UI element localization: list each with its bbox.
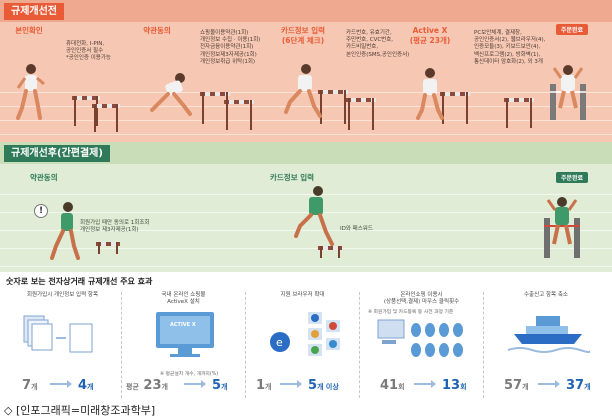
stat-title: 온라인쇼핑 이용시 (상품선택,결제) 마우스 클릭횟수 bbox=[383, 292, 460, 305]
stat-from-value: 57 bbox=[504, 378, 523, 393]
runner-finish-icon bbox=[544, 197, 580, 258]
stat-from: 1개 bbox=[256, 378, 272, 393]
stat-from-value: 7 bbox=[22, 378, 32, 393]
stage-desc-identity: 휴대전화, I-PIN, 공인인증서 필수 *공인인증 이용가능 bbox=[66, 41, 111, 62]
stat-from: 57개 bbox=[504, 378, 529, 393]
cargo-ship-icon bbox=[507, 316, 590, 353]
runner-icon bbox=[150, 73, 192, 116]
stat-from: 평균 23개 bbox=[126, 378, 168, 393]
stat-from-value: 1 bbox=[256, 378, 266, 393]
runner-finish-icon bbox=[550, 65, 586, 120]
arrow-icon bbox=[538, 380, 560, 388]
stat-from: 7개 bbox=[22, 378, 38, 393]
before-finish-badge: 주문완료 bbox=[556, 24, 589, 35]
activex-badge: ACTIVE X bbox=[170, 322, 196, 328]
stat-card-signup-fields: 회원가입시 개인정보 입력 항목 7개 4개 bbox=[4, 292, 122, 398]
hurdle-icon bbox=[346, 98, 376, 130]
hurdle-icon bbox=[224, 100, 254, 130]
runner-icon bbox=[16, 64, 45, 120]
stage-label-terms: 약관동의 bbox=[143, 26, 171, 35]
svg-text:e: e bbox=[276, 336, 283, 349]
stat-to: 13회 bbox=[442, 378, 467, 393]
hurdle-icon bbox=[440, 92, 470, 124]
runner-icon bbox=[294, 186, 334, 246]
arrow-icon bbox=[184, 380, 206, 388]
runner-icon bbox=[416, 68, 444, 120]
hurdle-icon bbox=[96, 242, 120, 254]
stat-from-value: 23 bbox=[143, 378, 162, 393]
hurdle-icon bbox=[92, 104, 120, 132]
stat-card-browsers: 지원 브라우저 확대 e 1개 5개 이상 bbox=[246, 292, 360, 398]
form-sheets-icon bbox=[23, 315, 93, 353]
stat-from-value: 41 bbox=[380, 378, 399, 393]
hurdle-icon bbox=[72, 96, 100, 126]
track-lanes bbox=[0, 92, 612, 136]
stat-note: ※ 회원가입 및 카드등록 등 사전 과정 기준 bbox=[368, 310, 454, 315]
stat-card-export: 수출신고 항목 축소 57개 37개 bbox=[484, 292, 608, 398]
stat-from-unit: 개 bbox=[31, 383, 38, 391]
hurdle-icon bbox=[318, 90, 348, 124]
numbers-section: 숫자로 보는 전자상거래 규제개선 주요 효과 회원가입시 개인정보 입력 항목… bbox=[0, 272, 612, 400]
alert-icon: ! bbox=[34, 204, 48, 218]
monitor-icon bbox=[156, 312, 214, 357]
stat-to-value: 4 bbox=[78, 378, 88, 393]
stat-to-value: 5 bbox=[308, 378, 318, 393]
stat-note: ※ 평균설치 개수, 개까지(%) bbox=[160, 372, 219, 377]
hurdle-icon bbox=[504, 98, 534, 128]
stat-title: 수출신고 항목 축소 bbox=[524, 292, 568, 298]
mouse-click-icons bbox=[377, 319, 463, 357]
stat-to-unit: 개 bbox=[87, 383, 94, 391]
stat-prefix: 평균 bbox=[126, 383, 139, 391]
numbers-title: 숫자로 보는 전자상거래 규제개선 주요 효과 bbox=[6, 277, 153, 286]
before-section: 규제개선전 본인확인 휴대전화, I-PIN, 공인인증서 필수 *공인인증 이… bbox=[0, 0, 612, 142]
before-title: 규제개선전 bbox=[4, 3, 64, 20]
track-lanes bbox=[0, 194, 612, 268]
image-caption: ◇ [인포그래픽=미래창조과학부] bbox=[4, 404, 156, 417]
after-finish-badge: 주문완료 bbox=[556, 172, 589, 183]
stat-to-value: 5 bbox=[212, 378, 222, 393]
stat-from: 41회 bbox=[380, 378, 405, 393]
stat-to-unit: 개 이상 bbox=[317, 383, 339, 391]
hurdle-icon bbox=[318, 246, 342, 258]
arrow-icon bbox=[50, 380, 72, 388]
stat-to-unit: 개 bbox=[221, 383, 228, 391]
stage-desc-card: 카드번호, 유효기간, 주민번호, CVC번호, 카드비밀번호, 본인인증(SM… bbox=[346, 30, 410, 58]
stage-label-activex: Active X (평균 23개) bbox=[409, 26, 451, 45]
after-section: 규제개선후(간편결제) 약관동의 카드정보 입력 주문완료 ! 회원가입 때만 … bbox=[0, 142, 612, 272]
stat-to: 5개 bbox=[212, 378, 228, 393]
stage-desc-terms: 쇼핑몰이용약관(1회) 개인정보 수집 · 이용(1회) 전자금융이용약관(1회… bbox=[200, 30, 261, 65]
stat-to: 4개 bbox=[78, 378, 94, 393]
stat-to-unit: 개 bbox=[584, 383, 591, 391]
stat-from-unit: 개 bbox=[161, 383, 168, 391]
stat-from-unit: 개 bbox=[522, 383, 529, 391]
runner-icon bbox=[284, 64, 322, 118]
stat-from-unit: 개 bbox=[265, 383, 272, 391]
stage-desc-activex: PC보안체계, 결제창, 공인인증서(2), 웹브라우저(4), 인증모듈(3)… bbox=[474, 30, 546, 65]
stat-to: 5개 이상 bbox=[308, 378, 339, 393]
after-header-band: 규제개선후(간편결제) bbox=[0, 142, 612, 164]
stat-to-unit: 회 bbox=[460, 383, 467, 391]
after-stage-terms-desc: 회원가입 때만 동의로 1회조회 개인정보 제3자제공(1회) bbox=[80, 220, 150, 234]
stat-title: 회원가입시 개인정보 입력 항목 bbox=[26, 292, 99, 298]
after-stage-card-desc: ID와 패스워드 bbox=[340, 226, 373, 232]
stat-from-unit: 회 bbox=[398, 383, 405, 391]
stat-title: 지원 브라우저 확대 bbox=[280, 292, 325, 298]
runner-icon bbox=[50, 202, 80, 260]
stat-to: 37개 bbox=[566, 378, 591, 393]
after-stage-terms: 약관동의 bbox=[30, 173, 58, 182]
stat-card-activex: 국내 온라인 쇼핑몰 ActiveX 설치 ACTIVE X ※ 평균설치 개수… bbox=[122, 292, 246, 398]
stat-to-value: 37 bbox=[566, 378, 585, 393]
arrow-icon bbox=[414, 380, 436, 388]
stage-label-card: 카드정보 입력 (6단계 체크) bbox=[280, 26, 325, 45]
browser-icons: e bbox=[270, 312, 340, 356]
stat-to-value: 13 bbox=[442, 378, 461, 393]
stat-card-clicks: 온라인쇼핑 이용시 (상품선택,결제) 마우스 클릭횟수 ※ 회원가입 및 카드… bbox=[360, 292, 484, 398]
after-stage-card: 카드정보 입력 bbox=[270, 173, 315, 182]
arrow-icon bbox=[280, 380, 302, 388]
before-header-band: 규제개선전 bbox=[0, 0, 612, 22]
stat-title: 국내 온라인 쇼핑몰 ActiveX 설치 bbox=[161, 292, 206, 305]
stage-label-identity: 본인확인 bbox=[15, 26, 43, 35]
after-title: 규제개선후(간편결제) bbox=[4, 145, 110, 162]
